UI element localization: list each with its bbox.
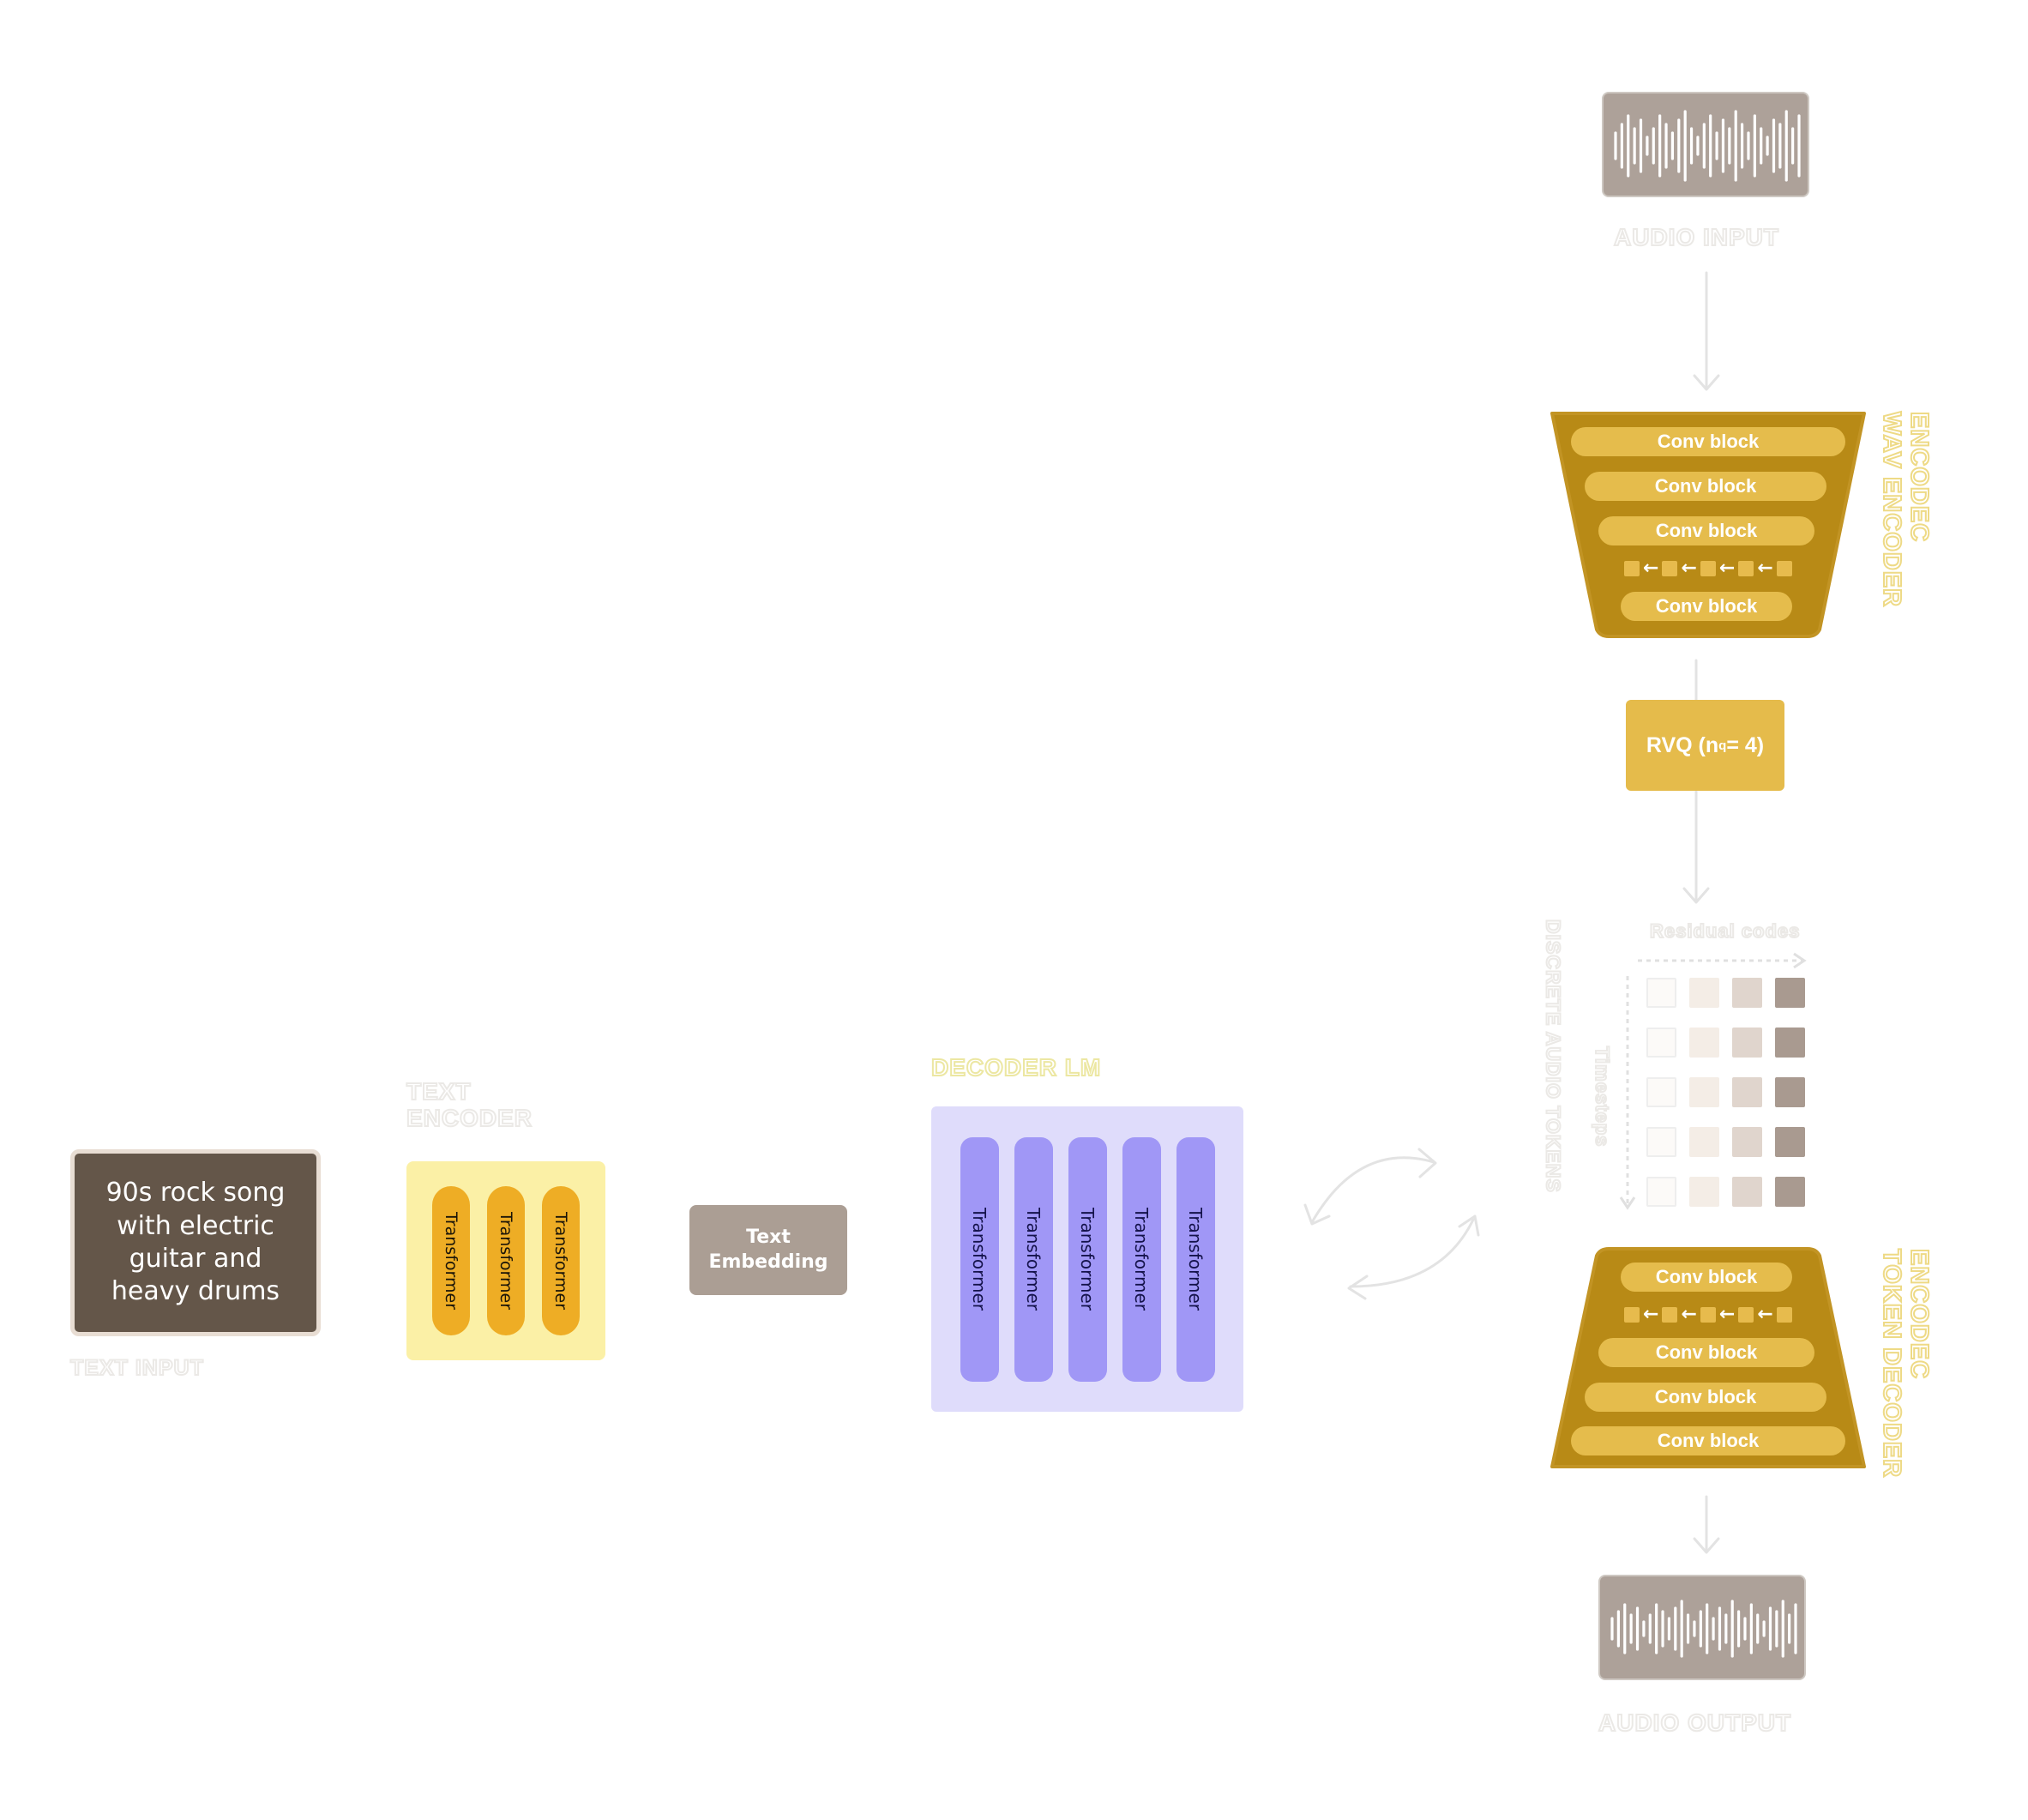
audio-input-label: AUDIO INPUT bbox=[1613, 223, 1779, 251]
audio-token bbox=[1689, 1127, 1719, 1157]
wav-encoder-conv-block: Conv block bbox=[1598, 516, 1814, 545]
audio-token bbox=[1689, 1028, 1719, 1058]
audio-token bbox=[1775, 978, 1805, 1008]
token-decoder-quantizer-chain: ←←←← bbox=[1624, 1305, 1792, 1324]
decoder-transformer-block: Transformer bbox=[960, 1136, 999, 1382]
decoder-lm-label: DECODER LM bbox=[930, 1053, 1102, 1082]
decoder-transformer-block: Transformer bbox=[1068, 1136, 1107, 1382]
text-prompt: 90s rock song with electric guitar and h… bbox=[105, 1178, 286, 1307]
rvq-prefix: RVQ (n bbox=[1646, 732, 1719, 757]
audio-token bbox=[1732, 1127, 1762, 1157]
audio-token bbox=[1646, 1127, 1676, 1157]
wav-encoder-label-line1: ENCODEC bbox=[1905, 411, 1934, 543]
token-decoder-conv-block: Conv block bbox=[1621, 1263, 1792, 1292]
rvq-subscript: q bbox=[1718, 738, 1727, 753]
transformer-label: Transformer bbox=[1185, 1207, 1206, 1311]
text-prompt-box: 90s rock song with electric guitar and h… bbox=[70, 1149, 321, 1336]
transformer-label: Transformer bbox=[969, 1207, 990, 1311]
audio-output-waveform bbox=[1598, 1575, 1806, 1680]
token-decoder-label-line2: TOKEN DECODER bbox=[1877, 1248, 1906, 1479]
audio-token bbox=[1775, 1028, 1805, 1058]
text-embedding-box: Text Embedding bbox=[689, 1205, 847, 1295]
text-encoder: Transformer Transformer Transformer bbox=[406, 1161, 605, 1360]
residual-codes-label: Residual codes bbox=[1649, 919, 1801, 942]
timesteps-label: Timesteps bbox=[1591, 1046, 1614, 1148]
decoder-transformer-block: Transformer bbox=[1122, 1136, 1161, 1382]
transformer-label: Transformer bbox=[551, 1211, 570, 1310]
audio-token bbox=[1689, 1077, 1719, 1107]
audio-token bbox=[1732, 1028, 1762, 1058]
audio-token bbox=[1732, 978, 1762, 1008]
transformer-label: Transformer bbox=[1023, 1207, 1044, 1311]
text-input-label: TEXT INPUT bbox=[69, 1356, 204, 1381]
token-axis-arrows bbox=[1619, 952, 1807, 1210]
text-embedding-line1: Text bbox=[746, 1226, 791, 1248]
token-decoder-conv-block: Conv block bbox=[1571, 1426, 1845, 1455]
discrete-tokens-label: DISCRETE AUDIO TOKENS bbox=[1541, 919, 1565, 1194]
transformer-label: Transformer bbox=[442, 1211, 460, 1310]
audio-token bbox=[1689, 1177, 1719, 1207]
audio-output-label: AUDIO OUTPUT bbox=[1598, 1709, 1792, 1737]
transformer-label: Transformer bbox=[1077, 1207, 1098, 1311]
wav-encoder-conv-block: Conv block bbox=[1585, 472, 1826, 501]
wav-encoder-quantizer-chain: ←←←← bbox=[1624, 559, 1792, 578]
token-decoder-label-line1: ENCODEC bbox=[1905, 1248, 1934, 1380]
audio-token bbox=[1646, 978, 1676, 1008]
audio-token bbox=[1689, 978, 1719, 1008]
text-encoder-transformer-block: Transformer bbox=[432, 1186, 470, 1335]
audio-token bbox=[1775, 1177, 1805, 1207]
decoder-lm: Transformer Transformer Transformer Tran… bbox=[931, 1106, 1243, 1412]
audio-token bbox=[1646, 1077, 1676, 1107]
waveform-icon bbox=[1610, 1600, 1797, 1658]
token-decoder-conv-block: Conv block bbox=[1598, 1338, 1814, 1367]
audio-token bbox=[1775, 1077, 1805, 1107]
decoder-transformer-block: Transformer bbox=[1014, 1136, 1053, 1382]
text-encoder-transformer-block: Transformer bbox=[542, 1186, 580, 1335]
audio-input-waveform bbox=[1602, 92, 1809, 197]
text-encoder-label: TEXT ENCODER bbox=[406, 1077, 533, 1132]
waveform-icon bbox=[1614, 110, 1801, 182]
audio-token bbox=[1732, 1077, 1762, 1107]
transformer-label: Transformer bbox=[1131, 1207, 1152, 1311]
audio-token bbox=[1775, 1127, 1805, 1157]
text-embedding-line2: Embedding bbox=[708, 1250, 828, 1273]
wav-encoder-label-line2: WAV ENCODER bbox=[1877, 411, 1906, 608]
token-decoder-label: ENCODEC TOKEN DECODER bbox=[1877, 1248, 1934, 1479]
token-decoder-conv-block: Conv block bbox=[1585, 1383, 1826, 1412]
wav-encoder-conv-block: Conv block bbox=[1571, 427, 1845, 456]
text-encoder-label-line1: TEXT bbox=[406, 1077, 472, 1106]
wav-encoder-label: ENCODEC WAV ENCODER bbox=[1877, 411, 1934, 608]
audio-token bbox=[1646, 1028, 1676, 1058]
rvq-suffix: = 4) bbox=[1726, 732, 1765, 757]
wav-encoder-conv-block: Conv block bbox=[1621, 592, 1792, 621]
audio-token bbox=[1732, 1177, 1762, 1207]
decoder-transformer-block: Transformer bbox=[1176, 1136, 1215, 1382]
audio-token bbox=[1646, 1177, 1676, 1207]
text-encoder-label-line2: ENCODER bbox=[406, 1104, 533, 1132]
transformer-label: Transformer bbox=[496, 1211, 515, 1310]
text-encoder-transformer-block: Transformer bbox=[487, 1186, 525, 1335]
